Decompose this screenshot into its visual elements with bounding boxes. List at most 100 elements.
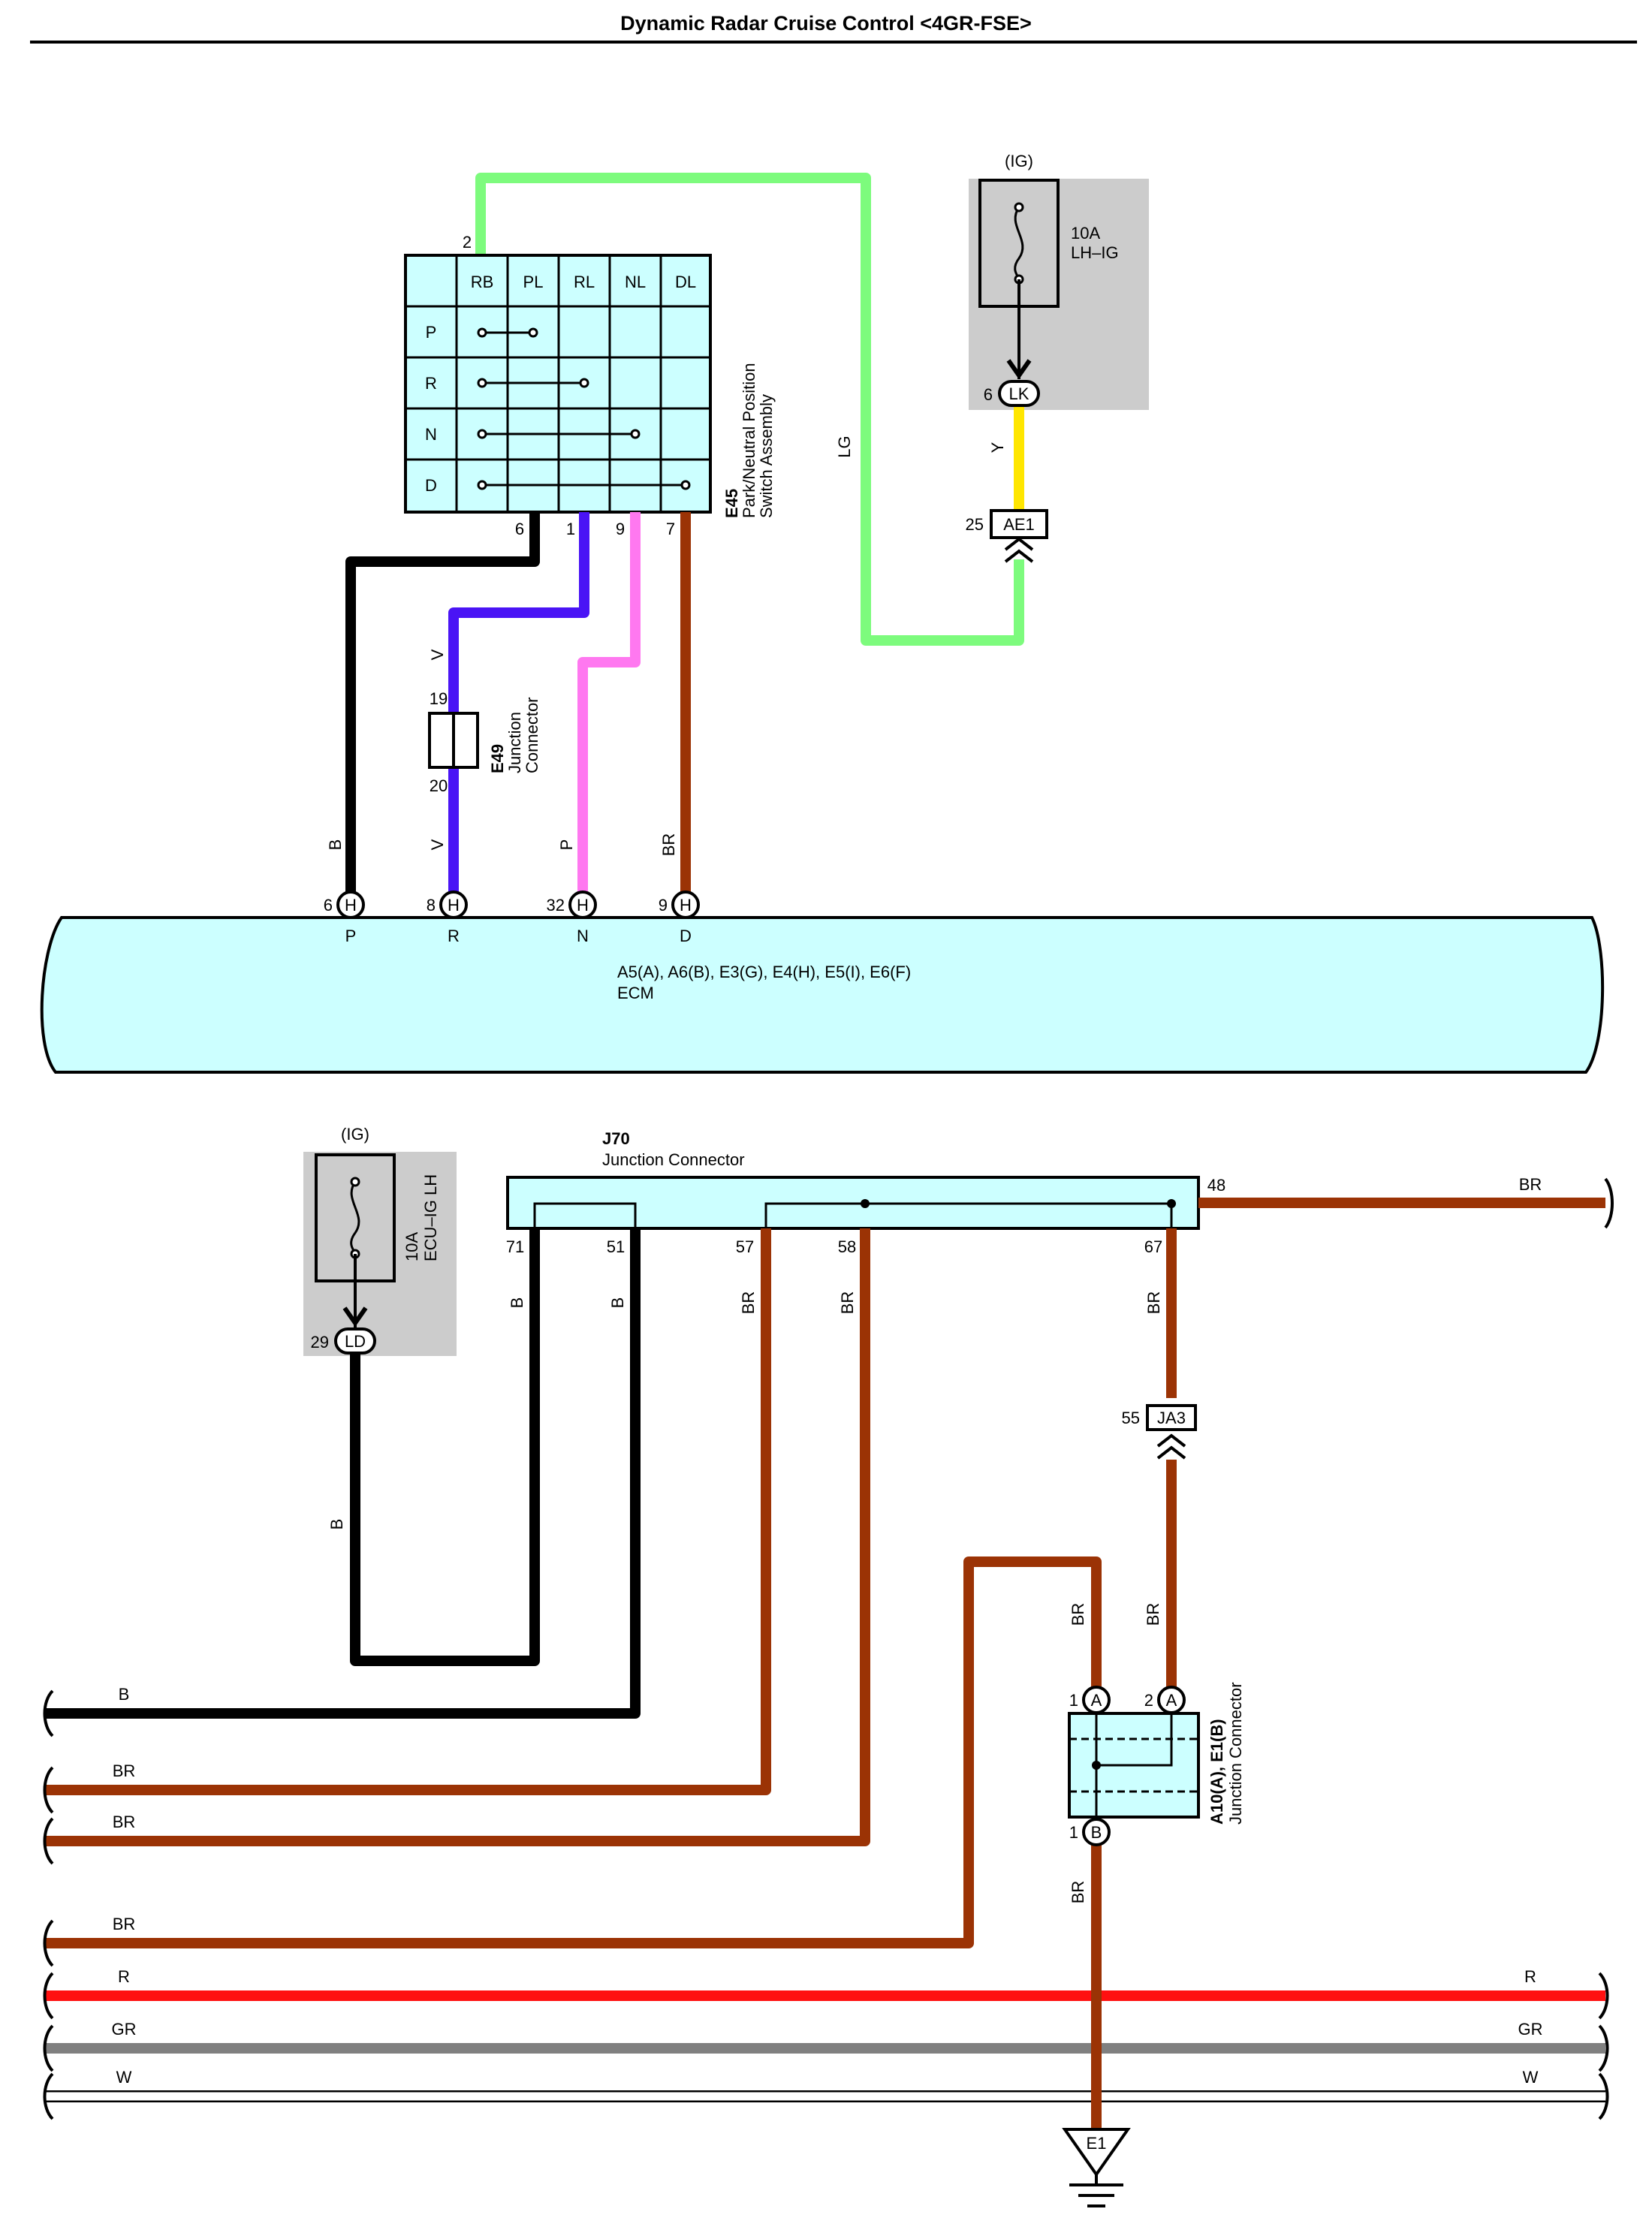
left-label-r: R — [118, 1967, 130, 1986]
fuse-name: LH–IG — [1071, 243, 1119, 262]
switch-row-n: N — [425, 425, 437, 444]
wire-label-v-lower: V — [428, 839, 447, 850]
wire-label-a10-bottom: BR — [1069, 1881, 1087, 1904]
a10-id: A10(A), E1(B) — [1207, 1719, 1226, 1825]
double-chevron-icon — [1004, 537, 1034, 563]
page-title: Dynamic Radar Cruise Control <4GR-FSE> — [620, 12, 1032, 35]
switch-pin-2: 2 — [463, 233, 472, 252]
junction-connector-e49: 19 20 E49 Junction Connector — [428, 689, 541, 795]
ecm-pin-conn-n: H — [577, 896, 589, 915]
fuse-ig-label: (IG) — [1005, 152, 1033, 170]
e49-name-line1: Junction — [505, 712, 524, 773]
ecm-pin-conn-d: H — [680, 896, 692, 915]
ecm-pin-num-6: 6 — [324, 896, 333, 915]
right-label-w: W — [1523, 2068, 1539, 2087]
wire-label-a10-left: BR — [1069, 1603, 1087, 1626]
j70-pin-57: 57 — [736, 1237, 754, 1256]
switch-col-rl: RL — [574, 273, 595, 291]
a10-pins: A 1 A 2 — [1069, 1686, 1186, 1714]
double-chevron-icon — [1156, 1433, 1186, 1460]
a10-name: Junction Connector — [1226, 1682, 1245, 1825]
switch-col-rb: RB — [471, 273, 494, 291]
a10-pin-b1: 1 — [1069, 1823, 1078, 1842]
ecm-signal-d: D — [680, 927, 692, 945]
left-label-br2: BR — [113, 1813, 136, 1831]
e45-name-line1: Park/Neutral Position — [740, 363, 758, 518]
switch-row-r: R — [425, 374, 437, 393]
wire-label-br: BR — [659, 833, 678, 857]
wire-br-58 — [45, 1228, 870, 1846]
wire-label-b: B — [326, 839, 345, 851]
wire-b-switch-ecm — [345, 512, 540, 898]
pin-ja3: 55 — [1122, 1409, 1140, 1427]
wire-label-v-upper: V — [428, 649, 447, 660]
arrow-down-icon — [1006, 359, 1032, 380]
ecm-signal-p: P — [345, 927, 357, 945]
connector-ld: LD 29 — [311, 1327, 376, 1355]
ecm-pin-num-32: 32 — [547, 896, 565, 915]
ecm-pin-num-9: 9 — [659, 896, 668, 915]
left-label-br1: BR — [113, 1761, 136, 1780]
wire-label-a10-right: BR — [1144, 1603, 1162, 1626]
wire-label-y: Y — [988, 441, 1007, 453]
ecm-signal-n: N — [577, 927, 589, 945]
e49-pin-19: 19 — [430, 689, 448, 708]
ground-icon — [1062, 2128, 1131, 2177]
wire-label-br-48: BR — [1519, 1175, 1542, 1194]
j70-name: Junction Connector — [602, 1150, 745, 1169]
left-label-br3: BR — [113, 1915, 136, 1933]
right-label-r: R — [1524, 1967, 1536, 1986]
j70-pin-58: 58 — [838, 1237, 856, 1256]
j70-pin-67: 67 — [1144, 1237, 1162, 1256]
e49-pin-20: 20 — [430, 776, 448, 795]
wire-b-ld-71 — [350, 1228, 540, 1666]
a10-conn-a2: A — [1166, 1691, 1177, 1710]
pin-ae1: 25 — [966, 515, 984, 534]
j70-pin-51: 51 — [607, 1237, 625, 1256]
ecm-pin-num-8: 8 — [427, 896, 436, 915]
j70-pin-48: 48 — [1207, 1176, 1225, 1195]
switch-pin-6: 6 — [515, 520, 524, 538]
connector-lk: LK 6 — [984, 380, 1040, 407]
wire-lg — [475, 173, 1024, 646]
connector-ae1: AE1 25 — [966, 509, 1048, 563]
pin-lk: 6 — [984, 385, 993, 404]
wire-label-57: BR — [739, 1291, 758, 1315]
switch-row-d: D — [425, 476, 437, 495]
e49-name-line2: Connector — [523, 697, 541, 773]
junction-connector-j70: J70 Junction Connector 71 51 57 58 67 48 — [506, 1129, 1225, 1256]
left-wire-breaks — [43, 1689, 54, 2120]
ground-e1: E1 — [1062, 2128, 1131, 2207]
ecm-pin-conn-p: H — [345, 896, 357, 915]
ecm-connectors: A5(A), A6(B), E3(G), E4(H), E5(I), E6(F) — [617, 963, 911, 981]
fuse-bottom-rating: 10A — [402, 1232, 421, 1261]
left-label-b: B — [119, 1685, 130, 1704]
fuse-bottom-name: ECU–IG LH — [421, 1174, 440, 1261]
switch-col-dl: DL — [675, 273, 696, 291]
a10-pin-1: 1 — [1069, 1691, 1078, 1710]
connector-ja3: JA3 55 — [1122, 1404, 1197, 1460]
wire-label-p: P — [557, 839, 576, 851]
ground-label: E1 — [1087, 2134, 1107, 2153]
wire-label-51: B — [608, 1297, 627, 1309]
pnp-switch-caption: E45 Park/Neutral Position Switch Assembl… — [722, 363, 776, 518]
wire-label-71: B — [508, 1297, 526, 1309]
right-wire-breaks — [1598, 1972, 1609, 2120]
fuse-bottom-ig-label: (IG) — [341, 1125, 369, 1144]
e45-name-line2: Switch Assembly — [757, 394, 776, 518]
wire-v-upper — [448, 512, 589, 713]
wire-b-51 — [45, 1228, 641, 1719]
e49-id: E49 — [488, 744, 507, 773]
switch-col-pl: PL — [523, 273, 544, 291]
pin-ld: 29 — [311, 1333, 329, 1352]
arrow-down-icon — [342, 1306, 368, 1327]
switch-col-nl: NL — [625, 273, 646, 291]
ecm-block: A5(A), A6(B), E3(G), E4(H), E5(I), E6(F)… — [40, 916, 1605, 1074]
junction-connector-a10-e1: A10(A), E1(B) Junction Connector — [1068, 1682, 1245, 1825]
connector-lk-label: LK — [1009, 384, 1029, 403]
wire-p — [577, 512, 641, 898]
connector-ja3-label: JA3 — [1157, 1409, 1186, 1427]
left-label-w: W — [116, 2068, 132, 2087]
switch-pin-7: 7 — [666, 520, 675, 538]
